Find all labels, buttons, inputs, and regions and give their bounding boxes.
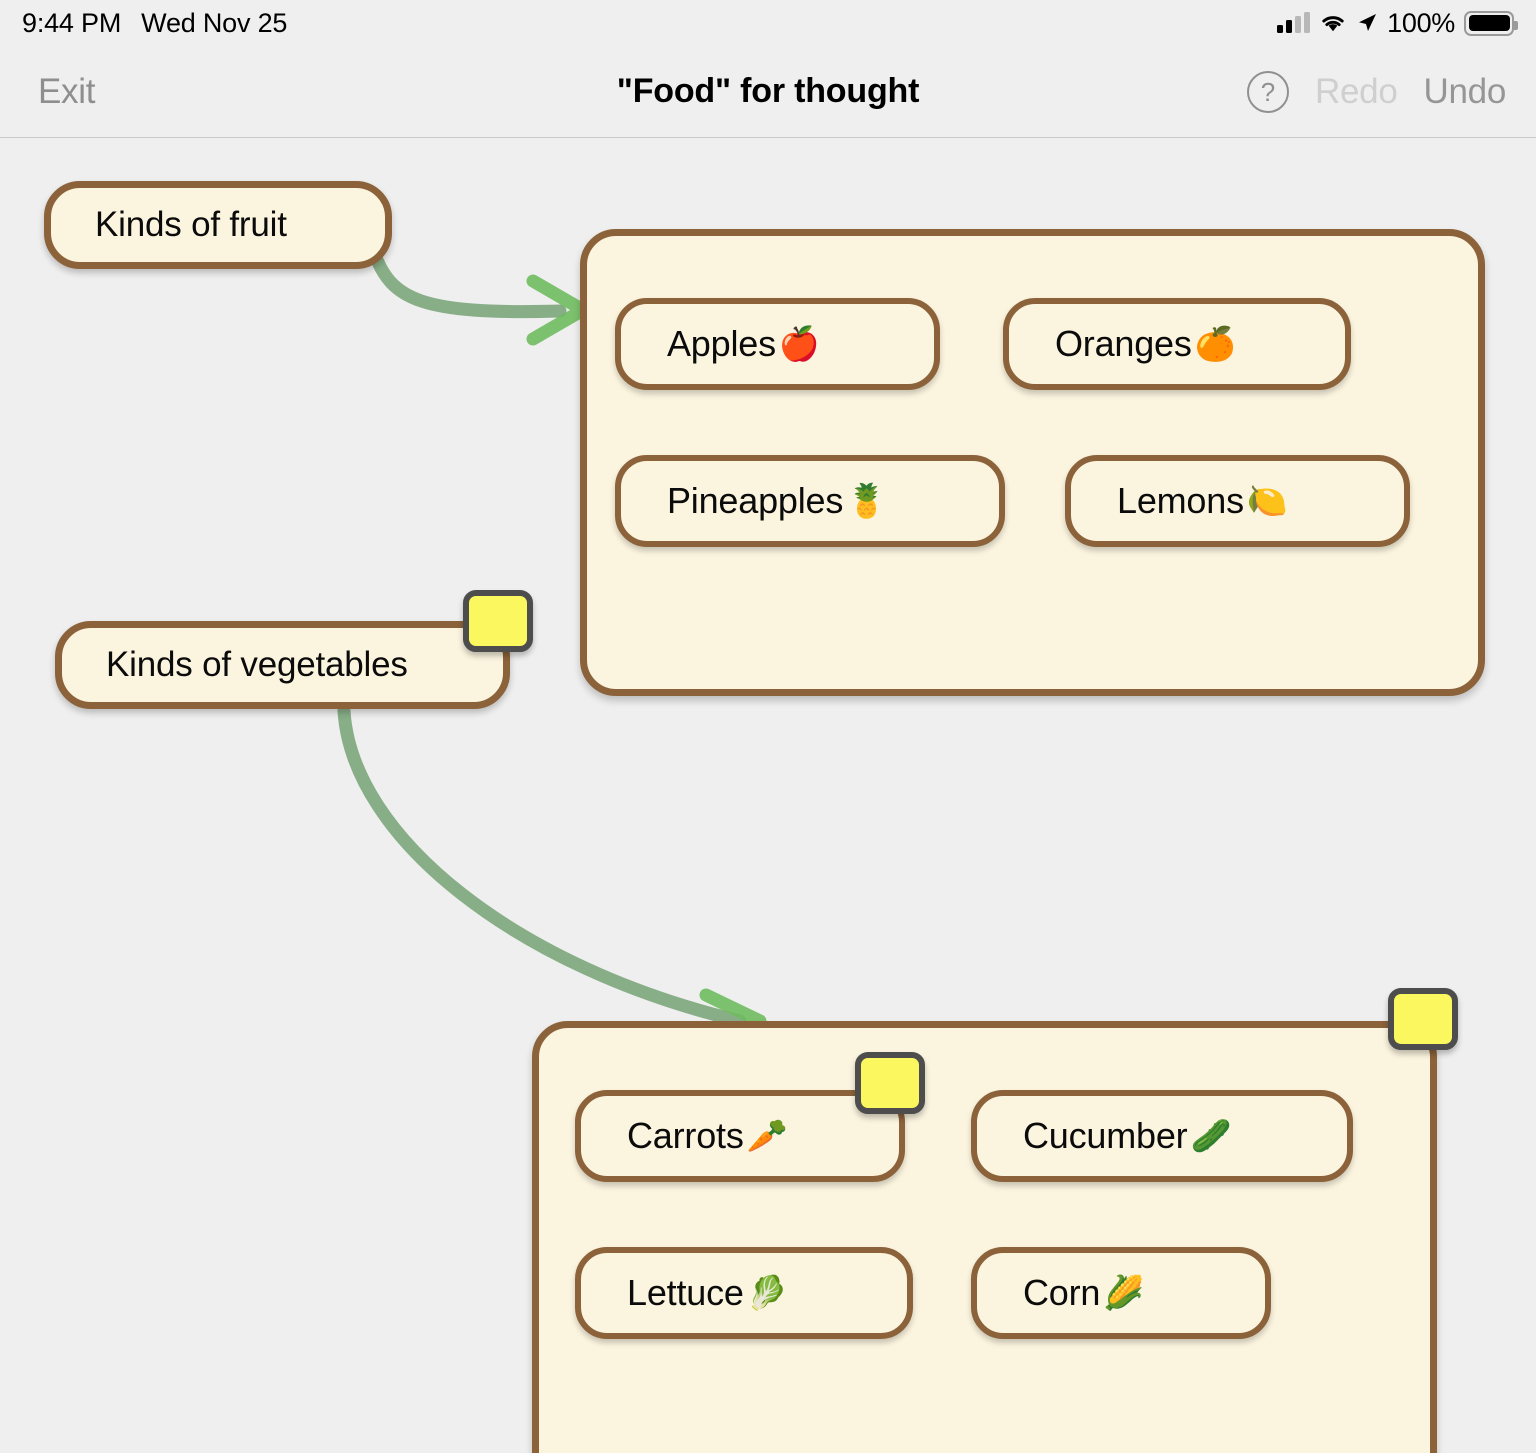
child-label: Lettuce — [627, 1272, 744, 1313]
pineapple-icon: 🍍 — [846, 481, 888, 519]
topic-label: Kinds of vegetables — [106, 645, 408, 684]
topic-node-kinds-of-fruit[interactable]: Kinds of fruit — [44, 181, 392, 269]
child-node-lemons[interactable]: Lemons 🍋 — [1065, 455, 1410, 547]
group-node-vegetables[interactable]: Carrots 🥕 Cucumber 🥒 Lettuce 🥬 Corn 🌽 — [532, 1021, 1437, 1453]
redo-button[interactable]: Redo — [1315, 71, 1398, 111]
sticky-note-badge-kinds-of-vegetables[interactable] — [463, 590, 533, 652]
signal-bars-icon — [1277, 12, 1311, 33]
child-label: Lemons — [1117, 480, 1244, 521]
child-node-cucumber[interactable]: Cucumber 🥒 — [971, 1090, 1353, 1182]
child-label: Pineapples — [667, 480, 844, 521]
location-arrow-icon — [1359, 14, 1377, 31]
child-node-oranges[interactable]: Oranges 🍊 — [1003, 298, 1351, 390]
child-node-corn[interactable]: Corn 🌽 — [971, 1247, 1271, 1339]
orange-icon: 🍊 — [1194, 324, 1236, 362]
status-bar-left: 9:44 PM Wed Nov 25 — [22, 8, 287, 39]
topic-label: Kinds of fruit — [95, 205, 287, 244]
mind-map-canvas[interactable]: Kinds of fruit Kinds of vegetables Apple… — [0, 139, 1536, 1453]
toolbar: Exit "Food" for thought ? Redo Undo — [0, 46, 1536, 138]
help-icon[interactable]: ? — [1247, 70, 1290, 113]
child-node-lettuce[interactable]: Lettuce 🥬 — [575, 1247, 913, 1339]
child-label: Apples — [667, 323, 776, 364]
corn-icon: 🌽 — [1103, 1273, 1145, 1311]
carrot-icon: 🥕 — [746, 1116, 788, 1154]
child-label: Carrots — [627, 1115, 744, 1156]
status-bar: 9:44 PM Wed Nov 25 100% — [0, 0, 1536, 46]
group-node-fruit[interactable]: Apples 🍎 Oranges 🍊 Pineapples 🍍 Lemons 🍋 — [580, 229, 1485, 696]
lemon-icon: 🍋 — [1246, 481, 1288, 519]
child-node-apples[interactable]: Apples 🍎 — [615, 298, 940, 390]
toolbar-right-actions: ? Redo Undo — [1247, 70, 1507, 113]
connector-vegetables — [337, 704, 767, 1052]
exit-button[interactable]: Exit — [38, 71, 96, 111]
status-date: Wed Nov 25 — [141, 7, 288, 38]
status-time: 9:44 PM — [22, 7, 122, 38]
child-label: Oranges — [1055, 323, 1192, 364]
sticky-note-badge-vegetable-group[interactable] — [1388, 988, 1458, 1050]
wifi-icon — [1322, 16, 1344, 32]
child-node-carrots[interactable]: Carrots 🥕 — [575, 1090, 905, 1182]
child-label: Cucumber — [1023, 1115, 1188, 1156]
undo-button[interactable]: Undo — [1423, 71, 1507, 111]
sticky-note-badge-carrots[interactable] — [855, 1052, 925, 1114]
connector-fruit — [368, 248, 590, 346]
apple-icon: 🍎 — [778, 324, 820, 362]
child-label: Corn — [1023, 1272, 1101, 1313]
lettuce-icon: 🥬 — [746, 1273, 788, 1311]
topic-node-kinds-of-vegetables[interactable]: Kinds of vegetables — [55, 621, 510, 709]
battery-percent-label: 100% — [1387, 7, 1455, 38]
status-bar-right: 100% — [1277, 7, 1518, 39]
cucumber-icon: 🥒 — [1190, 1116, 1232, 1154]
page-title: "Food" for thought — [616, 72, 920, 110]
battery-icon — [1464, 10, 1518, 36]
child-node-pineapples[interactable]: Pineapples 🍍 — [615, 455, 1005, 547]
